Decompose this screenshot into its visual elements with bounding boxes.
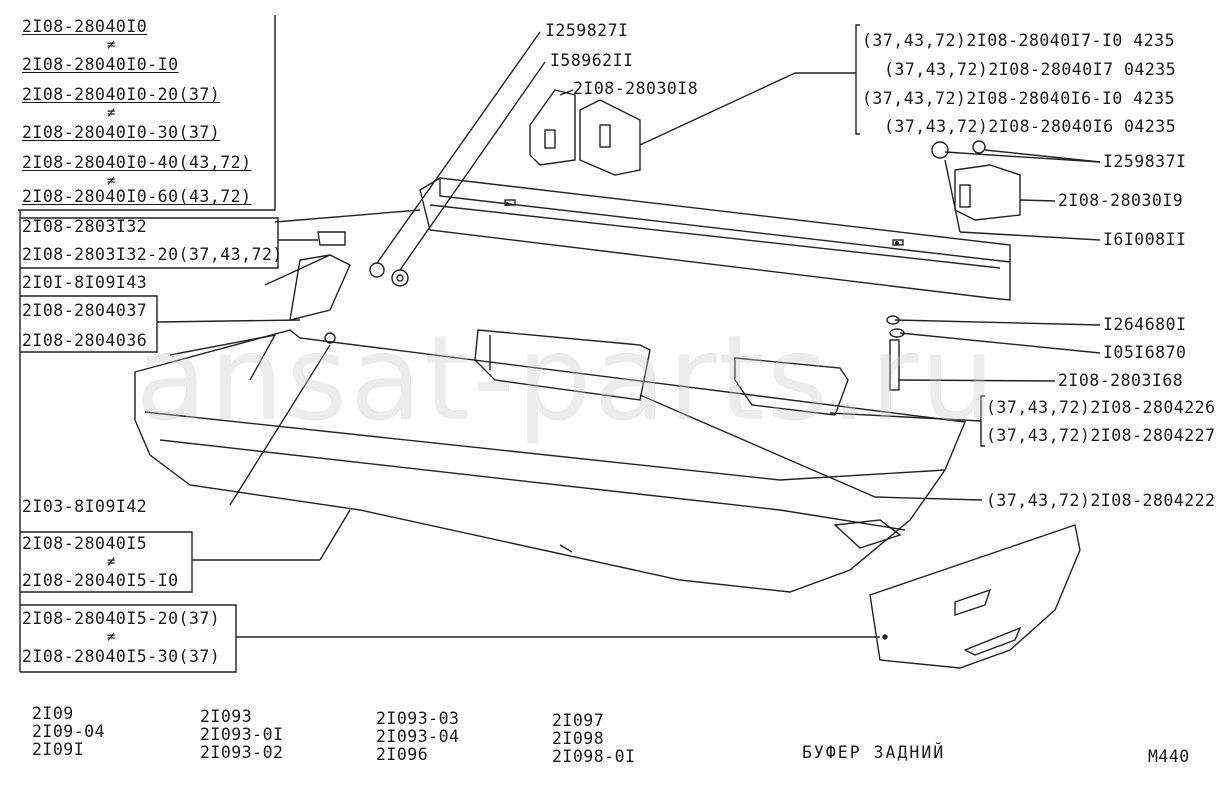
model-col1-1: 2I09-04 [32,722,106,741]
model-col4-0: 2I097 [552,711,605,730]
support-bracket [289,254,351,321]
part-label-bumper-end-0: 2I08-28040I5-20(37) [22,609,221,628]
part-label-spring-washer: I05I6870 [1103,343,1187,362]
left-bracket-pair-frame [20,217,279,269]
model-col3-0: 2I093-03 [376,709,460,728]
part-label-bumper-1: 2I08-28040I5-I0 [22,571,179,590]
neq-symbol: ≠ [107,173,116,189]
part-label-nut-2: I259837I [1103,152,1187,171]
part-label-bumper-0: 2I08-28040I5 [22,534,148,553]
part-label-bolt: 2I08-2803I68 [1058,371,1184,390]
top-bracket-group [529,89,641,176]
left-bumper-end-frame [20,604,237,673]
part-label-clip: 2I0I-8I09I43 [22,273,148,292]
model-col3-1: 2I093-04 [376,727,460,746]
model-col4-1: 2I098 [552,729,605,748]
left-frame-top [18,15,276,211]
right-bracket [954,164,1021,221]
right-trim-bracket [855,24,860,135]
corner-pad [734,357,849,416]
center-pad [474,329,651,401]
reinforcement-beam [419,177,1011,301]
part-label-nut-1: I259827I [545,21,629,40]
part-label-mirror-1: 2I08-28040I0-I0 [22,55,179,74]
bumper-end-piece [869,524,1081,669]
model-col1-0: 2I09 [32,704,74,723]
part-label-trim-2: (37,43,72)2I08-28040I6-I0 4235 [862,89,1176,108]
part-label-corner-pad-0: (37,43,72)2I08-2804226 [986,398,1216,417]
part-label-trim-3: (37,43,72)2I08-28040I6 04235 [884,117,1177,136]
left-bracket [317,231,346,246]
part-label-top-bracket: 2I08-28030I8 [573,79,699,98]
model-col2-1: 2I093-0I [200,725,284,744]
right-pad-bracket [980,395,985,447]
part-label-mirror-3: 2I08-28040I0-30(37) [22,123,221,142]
part-label-washer-2: I6I008II [1103,230,1187,249]
model-col2-2: 2I093-02 [200,743,284,762]
part-label-mirror-2: 2I08-28040I0-20(37) [22,85,221,104]
part-label-corner-pad-1: (37,43,72)2I08-2804227 [986,426,1216,445]
part-label-washer-3: I264680I [1103,315,1187,334]
neq-symbol: ≠ [107,37,116,53]
part-label-bracket-2: 2I08-28030I9 [1058,191,1184,210]
part-label-bumper-end-1: 2I08-28040I5-30(37) [22,647,221,666]
neq-symbol: ≠ [107,629,116,645]
part-label-washer-1: I58962II [550,51,634,70]
part-label-support-1: 2I08-2804036 [22,331,148,350]
left-support-frame [20,295,158,353]
part-label-support-0: 2I08-2804037 [22,301,148,320]
model-col1-2: 2I09I [32,740,85,759]
model-col2-0: 2I093 [200,707,253,726]
bumper-shell [134,329,966,593]
part-label-mirror-5: 2I08-28040I0-60(43,72) [22,187,252,206]
part-label-trim-0: (37,43,72)2I08-28040I7-I0 4235 [862,31,1176,50]
part-label-mirror-0: 2I08-28040I0 [22,17,148,36]
model-col3-2: 2I096 [376,745,429,764]
part-label-trim-1: (37,43,72)2I08-28040I7 04235 [884,60,1177,79]
part-label-bracket-1: 2I08-2803I32-20(37,43,72) [22,245,283,264]
neq-symbol: ≠ [107,105,116,121]
sheet-code: M440 [1148,747,1190,766]
part-label-mirror-4: 2I08-28040I0-40(43,72) [22,153,252,172]
part-label-center-pad: (37,43,72)2I08-2804222 [986,491,1216,510]
drawing-caption: БУФЕР ЗАДНИЙ [802,743,946,762]
neq-symbol: ≠ [107,554,116,570]
model-col4-2: 2I098-0I [552,747,636,766]
left-bumper-frame [20,531,193,593]
part-label-clip2: 2I03-8I09I42 [22,497,148,516]
part-label-bracket-0: 2I08-2803I32 [22,217,148,236]
